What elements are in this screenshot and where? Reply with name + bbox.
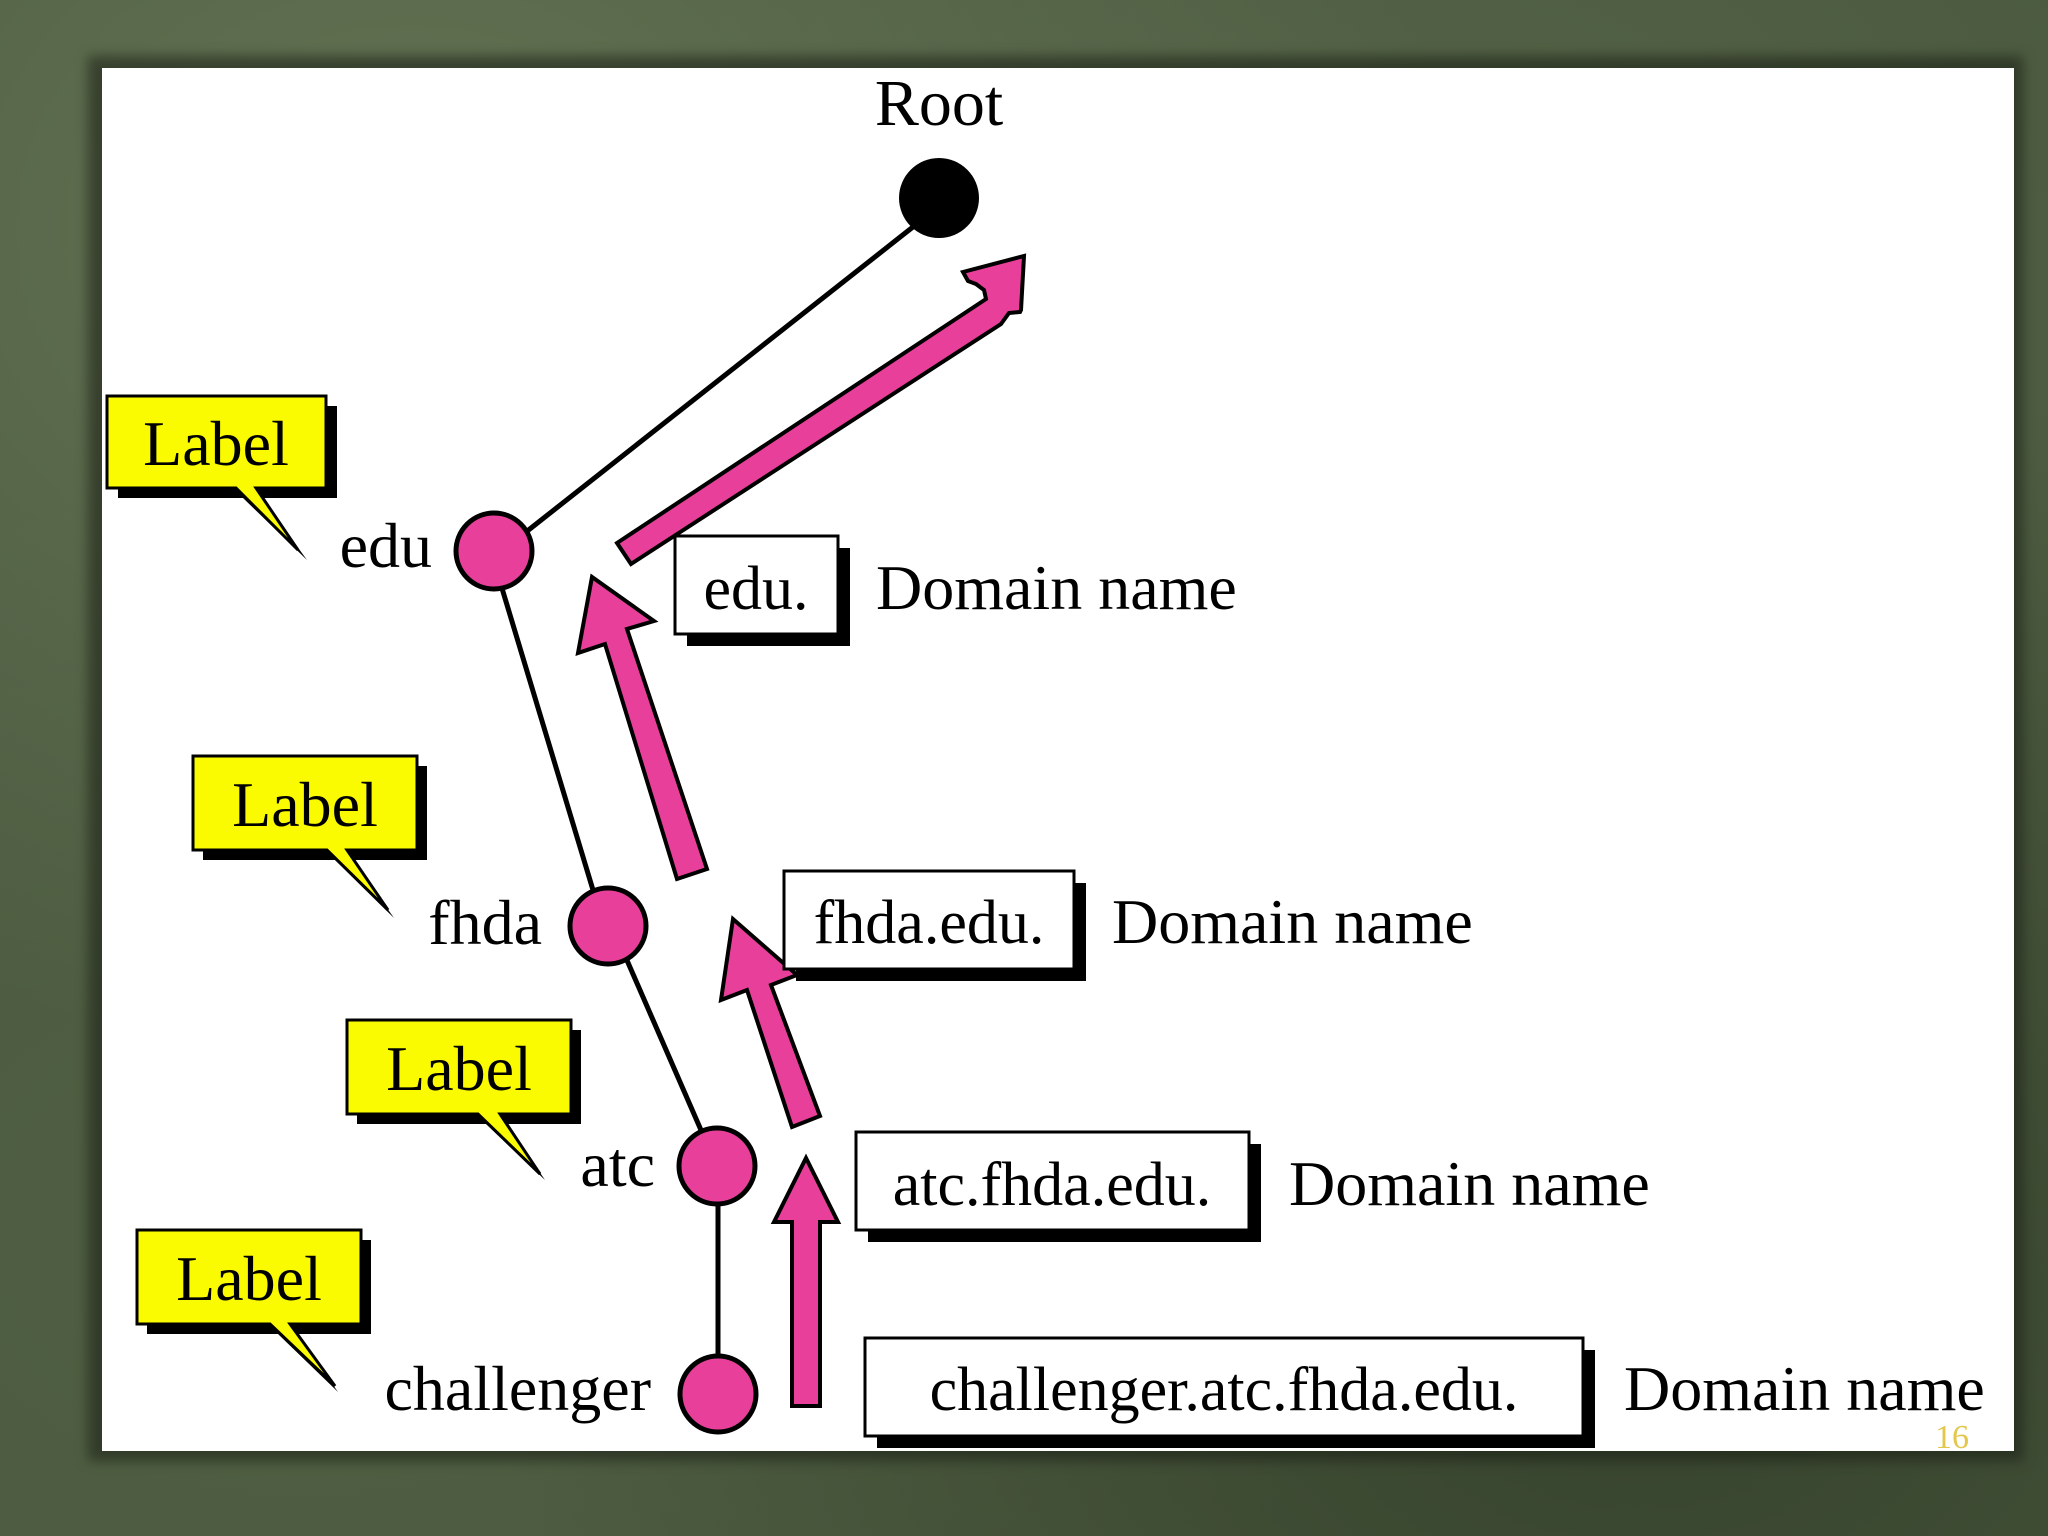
domain-caption-edu: Domain name [876, 552, 1237, 623]
domain-box-fhda-frame [782, 869, 1076, 971]
arrow-challenger-to-atc [770, 1153, 842, 1408]
arrow-edu-to-root [614, 253, 1027, 567]
domain-box-edu-frame [673, 534, 840, 636]
edge-fhda-atc [623, 957, 707, 1138]
node-challenger [677, 1353, 759, 1435]
domain-caption-atc: Domain name [1289, 1148, 1650, 1219]
arrow-atc-to-fhda [718, 915, 823, 1130]
callout-atc: Label [345, 1018, 581, 1180]
callout-challenger-bubble [135, 1228, 363, 1388]
domain-box-challenger: challenger.atc.fhda.edu. Domain name [863, 1336, 1985, 1448]
node-label-atc: atc [580, 1129, 655, 1200]
callout-challenger: Label [135, 1228, 371, 1392]
node-label-fhda: fhda [428, 887, 542, 958]
slide-number: 16 [1935, 1419, 1969, 1456]
domain-box-atc: atc.fhda.edu. Domain name [854, 1130, 1650, 1242]
domain-caption-challenger: Domain name [1624, 1353, 1985, 1424]
domain-box-challenger-text: challenger.atc.fhda.edu. [930, 1356, 1519, 1424]
domain-box-atc-text: atc.fhda.edu. [893, 1151, 1211, 1219]
callout-challenger-text: Label [176, 1243, 322, 1314]
domain-box-atc-frame [854, 1130, 1251, 1232]
edge-root-edu [524, 221, 920, 534]
callout-fhda-text: Label [232, 769, 378, 840]
callout-atc-text: Label [386, 1033, 532, 1104]
pink-arrows [575, 253, 1027, 1408]
edge-edu-fhda [498, 584, 599, 901]
domain-caption-fhda: Domain name [1112, 886, 1473, 957]
callout-edu-bubble [105, 394, 328, 552]
node-edu [453, 510, 535, 592]
callout-atc-bubble [345, 1018, 573, 1176]
tree-edges [498, 221, 920, 1354]
root-label: Root [875, 67, 1003, 140]
callout-fhda-bubble [191, 754, 419, 912]
node-label-edu: edu [340, 510, 432, 581]
node-label-challenger: challenger [385, 1353, 652, 1424]
domain-box-edu-text: edu. [703, 555, 808, 623]
node-atc [676, 1125, 758, 1207]
domain-box-challenger-frame [863, 1336, 1585, 1438]
callout-edu: Label [105, 394, 337, 560]
tree-nodes [453, 510, 759, 1435]
callout-fhda: Label [191, 754, 427, 918]
domain-box-fhda-text: fhda.edu. [814, 889, 1045, 957]
callout-edu-text: Label [143, 408, 289, 479]
domain-box-edu: edu. Domain name [673, 534, 1237, 646]
domain-box-fhda: fhda.edu. Domain name [782, 869, 1473, 981]
node-fhda [567, 885, 649, 967]
root-node [899, 158, 979, 238]
arrow-fhda-to-edu [575, 573, 710, 882]
